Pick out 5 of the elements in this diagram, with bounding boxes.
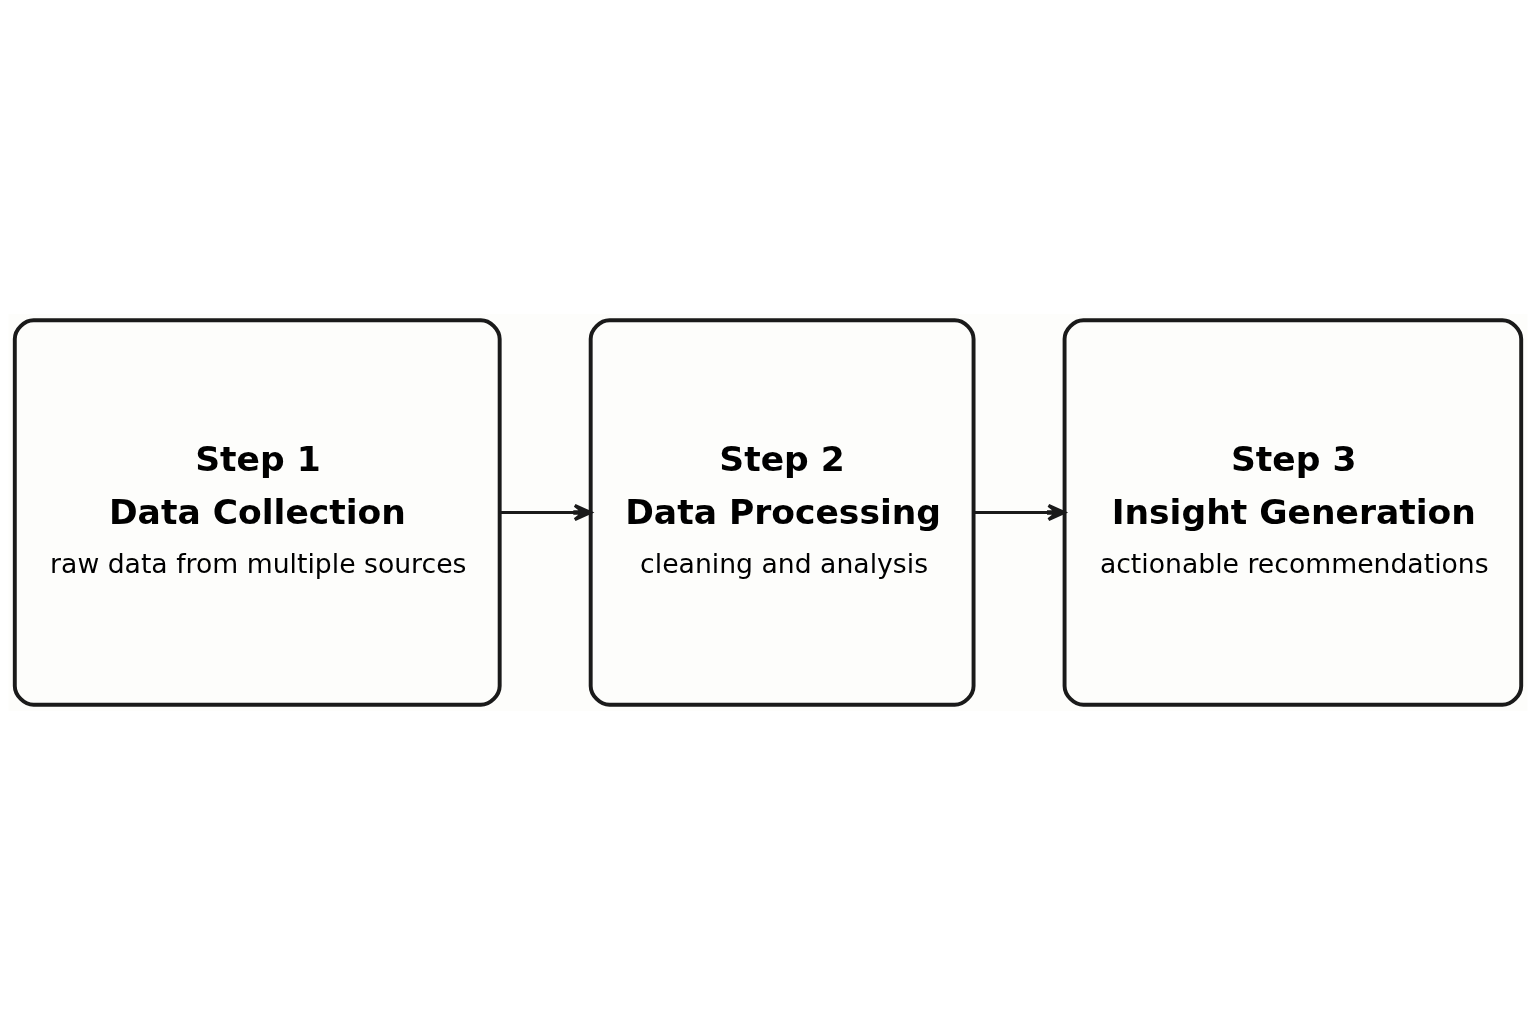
node-box: Step 3 Insight Generation actionable recommendations xyxy=(1062,317,1524,707)
node-box: Step 1 Data Collection raw data from multiple sources xyxy=(12,317,502,707)
arrow xyxy=(974,503,1066,521)
arrow xyxy=(499,503,593,521)
node-box: Step 2 Data Processing cleaning and analysis xyxy=(588,317,976,707)
